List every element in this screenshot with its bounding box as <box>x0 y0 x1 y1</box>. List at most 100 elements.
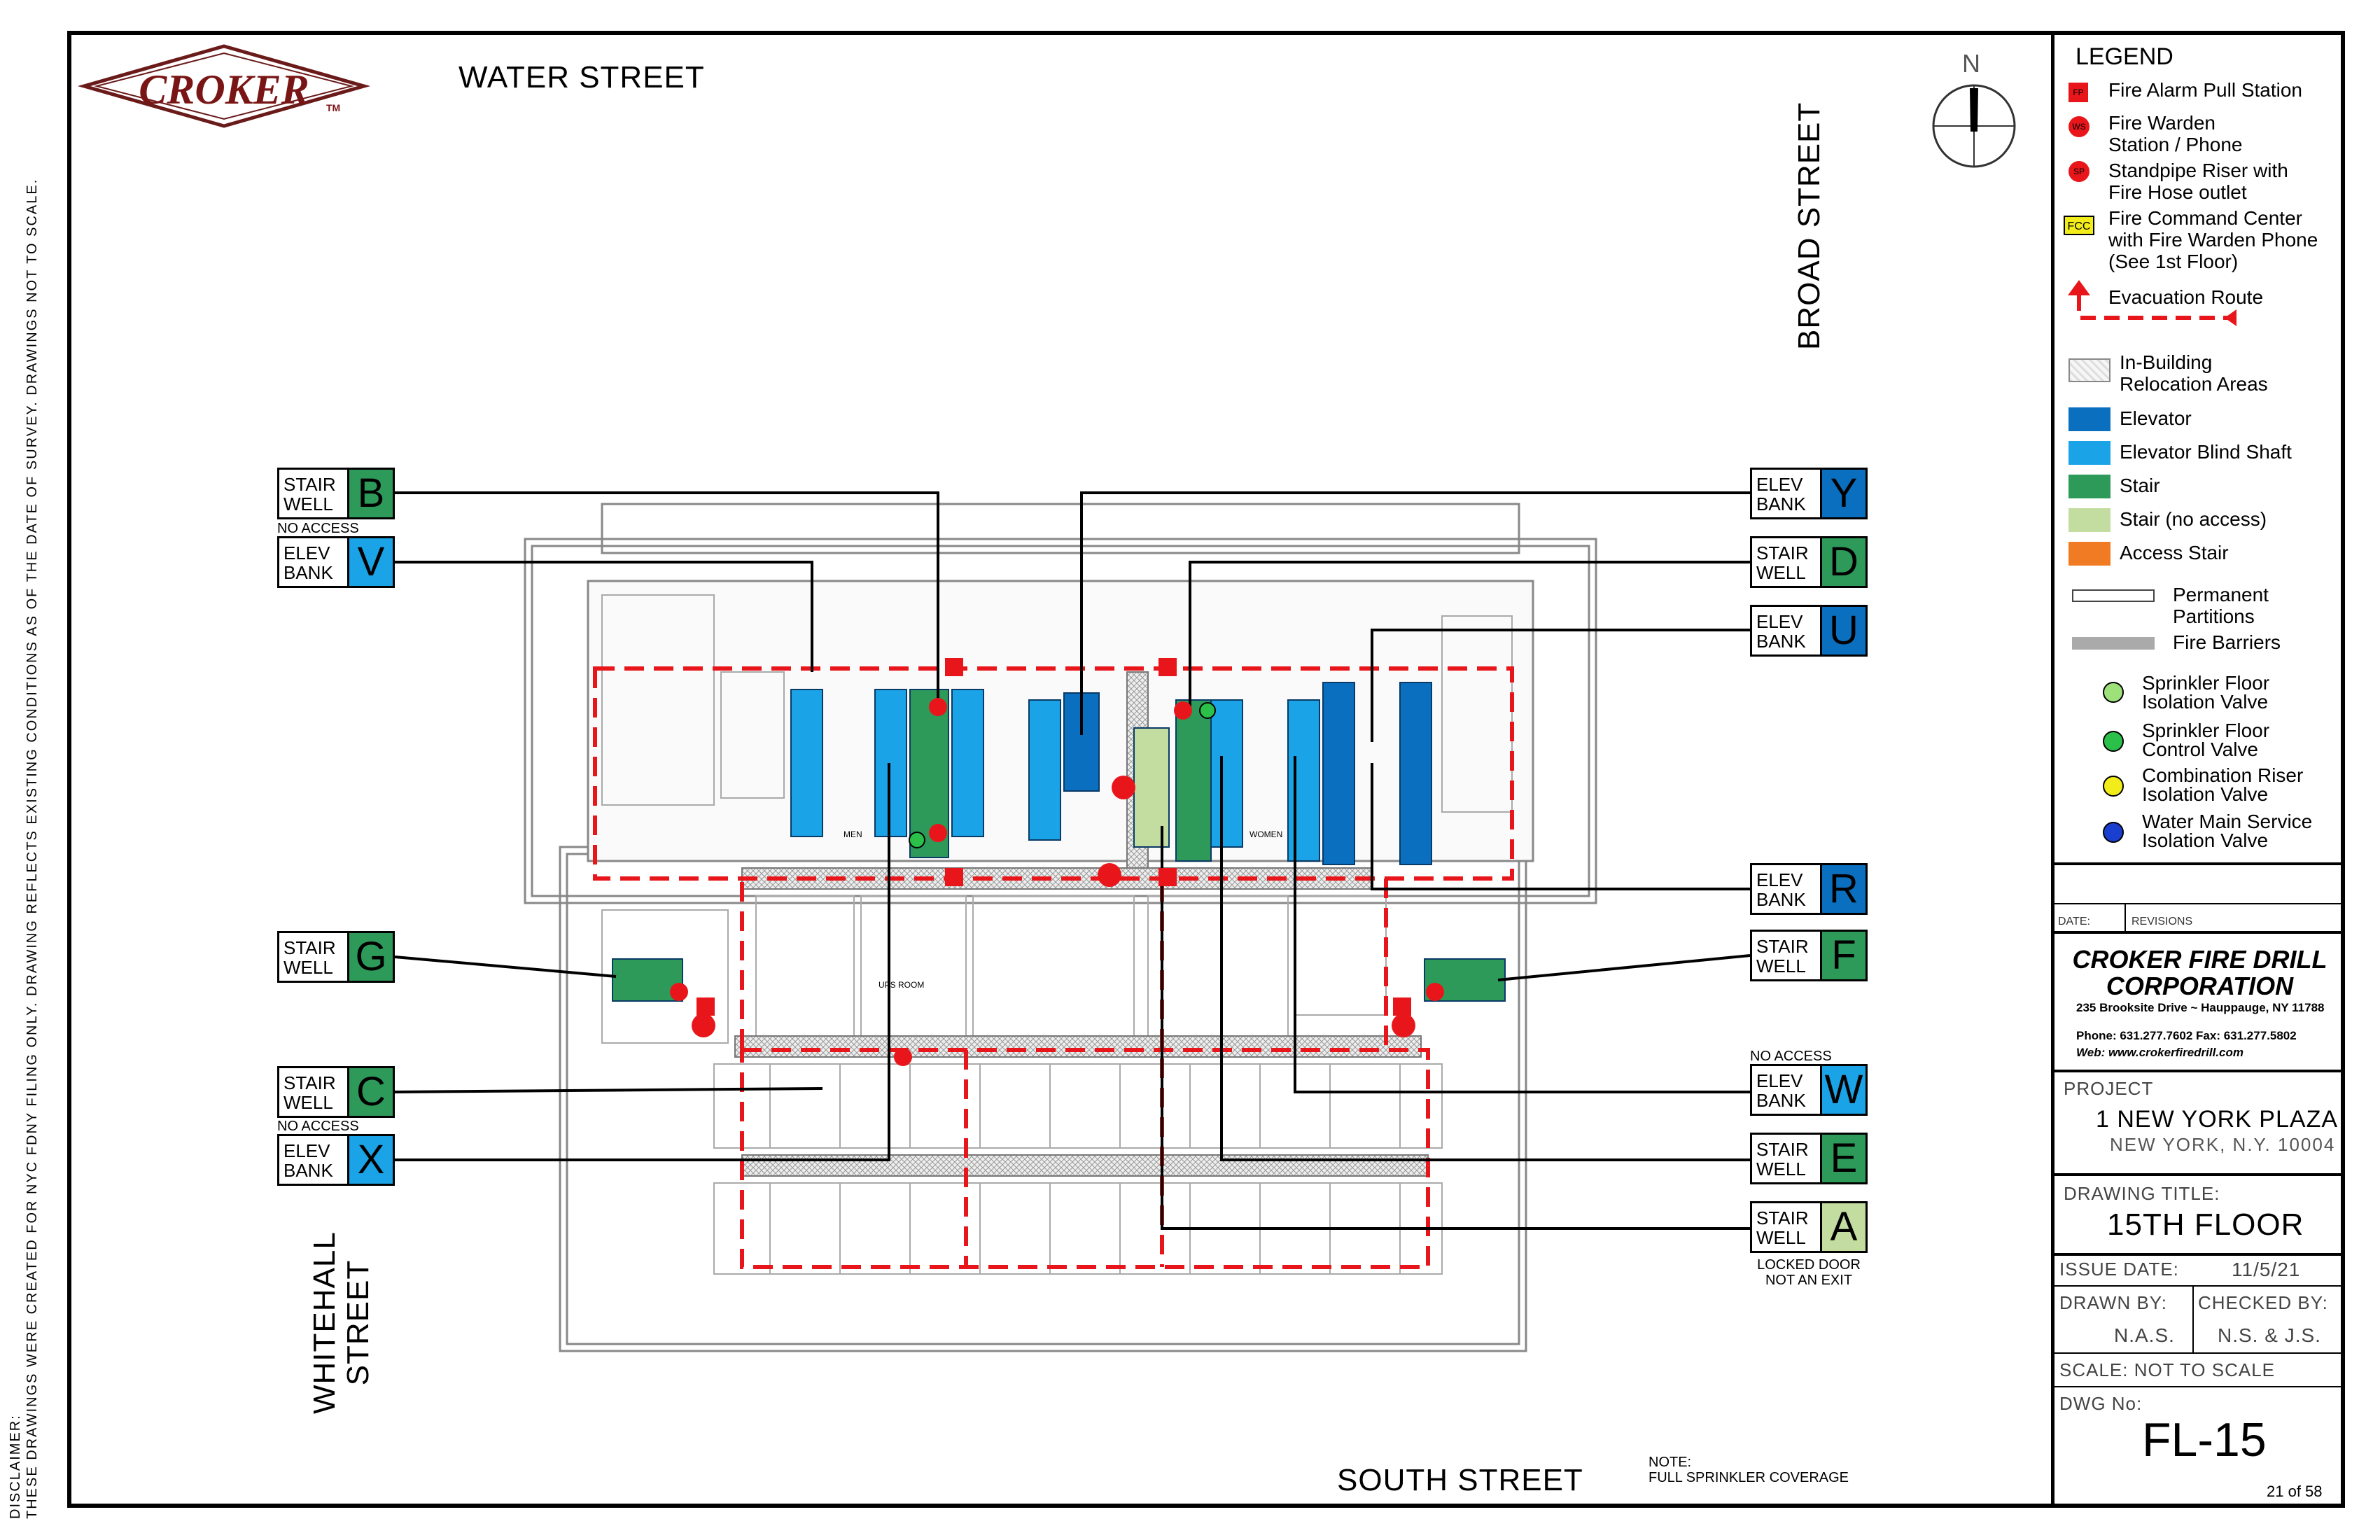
stair-no-access-swatch <box>2068 508 2110 532</box>
tag-letter: A <box>1822 1203 1865 1251</box>
tag-letter: Y <box>1822 470 1865 517</box>
elevator-swatch <box>2068 407 2110 431</box>
building-core <box>612 682 1506 1002</box>
sheet-number: 21 of 58 <box>2267 1483 2323 1500</box>
ws-icon: WS <box>2068 116 2090 137</box>
project-city: NEW YORK, N.Y. 10004 <box>2110 1134 2336 1155</box>
tag-letter: C <box>349 1068 393 1116</box>
tb-row-line <box>2054 1285 2345 1287</box>
sprinkler-note: NOTE: FULL SPRINKLER COVERAGE <box>1648 1455 1849 1485</box>
partition-swatch <box>2072 589 2155 602</box>
women-label: WOMEN <box>1250 830 1283 839</box>
reloc-swatch <box>2068 358 2110 382</box>
drawing-title: 15TH FLOOR <box>2107 1208 2304 1242</box>
sp-symbols <box>670 698 1444 1066</box>
sprinkler-control-valve-icon <box>2103 731 2124 752</box>
tag-letter: G <box>349 933 393 981</box>
legend-fire-barriers: Fire Barriers <box>2173 631 2281 653</box>
tag-letter: V <box>349 538 393 586</box>
tag-letter: D <box>1822 538 1865 586</box>
combination-riser-valve-icon <box>2103 776 2124 797</box>
dwg-no-label: DWG No: <box>2059 1393 2143 1414</box>
project-name: 1 NEW YORK PLAZA <box>2096 1106 2339 1133</box>
ws-symbols <box>692 776 1415 1037</box>
tb-row-line <box>2054 1386 2345 1387</box>
valve-symbols <box>909 702 1216 848</box>
logo-text: CROKER <box>139 66 309 113</box>
tag-leader-lines <box>394 491 1751 1230</box>
tag-letter: R <box>1822 865 1865 913</box>
company-name: CROKER FIRE DRILL CORPORATION <box>2072 945 2328 1000</box>
logo-tm: TM <box>326 102 341 113</box>
locked-door-note: LOCKED DOOR NOT AN EXIT <box>1757 1257 1861 1288</box>
checked-by-label: CHECKED BY: <box>2198 1292 2328 1313</box>
compass-icon <box>1932 84 2016 168</box>
legend-stair: Stair <box>2120 475 2160 496</box>
revision-row-line <box>2054 903 2345 904</box>
tag-letter: X <box>349 1136 393 1184</box>
drawn-by-label: DRAWN BY: <box>2059 1292 2167 1313</box>
date-col-label: DATE: <box>2058 916 2090 927</box>
legend-access-stair: Access Stair <box>2120 542 2229 564</box>
issue-date: 11/5/21 <box>2232 1259 2301 1280</box>
blind-shaft-swatch <box>2068 441 2110 465</box>
men-label: MEN <box>844 830 862 839</box>
fcc-icon: FCC <box>2064 216 2094 235</box>
tag-letter: U <box>1822 607 1865 654</box>
fp-icon: FP <box>2068 83 2088 102</box>
stair-swatch <box>2068 475 2110 498</box>
access-stair-swatch <box>2068 542 2110 566</box>
company-phone: Phone: 631.277.7602 Fax: 631.277.5802 <box>2076 1029 2297 1042</box>
north-label: N <box>1962 49 1980 78</box>
floor-plan-svg <box>394 491 1751 1352</box>
tb-divider <box>2054 1070 2345 1072</box>
legend-fp: Fire Alarm Pull Station <box>2108 79 2302 101</box>
no-access-note-v: NO ACCESS <box>277 521 359 536</box>
revision-col-line <box>2124 903 2126 931</box>
tag-letter: E <box>1822 1135 1865 1182</box>
scale-text: SCALE: NOT TO SCALE <box>2059 1359 2275 1380</box>
sheet-frame <box>67 31 2345 1508</box>
tag-letter: W <box>1822 1066 1865 1114</box>
tb-divider <box>2054 862 2345 865</box>
company-web: Web: www.crokerfiredrill.com <box>2076 1046 2244 1059</box>
street-water: WATER STREET <box>458 60 705 94</box>
dwg-no: FL-15 <box>2142 1413 2267 1466</box>
logo-diamond-icon <box>77 44 371 128</box>
tag-letter: F <box>1822 932 1865 979</box>
tb-divider <box>2054 931 2345 934</box>
tag-letter: B <box>349 470 393 517</box>
legend-blind-shaft: Elevator Blind Shaft <box>2120 441 2292 463</box>
legend-stair-no-access: Stair (no access) <box>2120 508 2267 530</box>
croker-logo: CROKER TM <box>77 41 371 132</box>
water-main-valve-icon <box>2103 822 2124 843</box>
drawing-title-label: DRAWING TITLE: <box>2064 1183 2220 1204</box>
tb-row-line <box>2054 1352 2345 1354</box>
tb-divider <box>2054 1253 2345 1256</box>
sp-icon: SP <box>2068 161 2090 182</box>
company-address: 235 Brooksite Drive ~ Hauppauge, NY 1178… <box>2076 1001 2325 1014</box>
no-access-note-w: NO ACCESS <box>1750 1049 1832 1064</box>
